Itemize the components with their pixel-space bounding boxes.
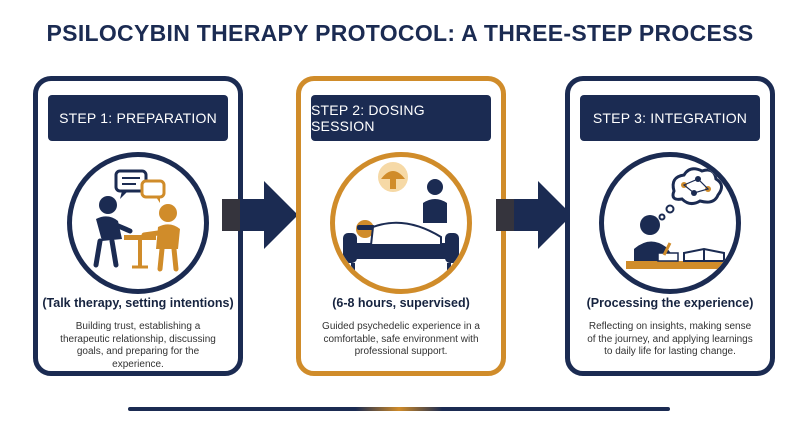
mushroom-session-icon xyxy=(330,152,472,294)
arrow-right-icon xyxy=(496,175,574,255)
step-2-card: STEP 2: DOSING SESSION (6-8 hours, super… xyxy=(296,76,506,376)
step-3-card: STEP 3: INTEGRATION (Processing the expe… xyxy=(565,76,775,376)
step-2-subtitle: (6-8 hours, supervised) xyxy=(332,296,470,310)
step-3-subtitle: (Processing the experience) xyxy=(586,296,754,310)
conversation-icon xyxy=(67,152,209,294)
bottom-divider xyxy=(128,407,670,411)
page-title: PSILOCYBIN THERAPY PROTOCOL: A THREE-STE… xyxy=(46,20,754,46)
step-1-card: STEP 1: PREPARATION (Talk therapy, xyxy=(33,76,243,376)
step-2-description: Guided psychedelic experience in a comfo… xyxy=(322,321,480,357)
arrow-right-icon xyxy=(222,175,300,255)
step-3-description: Reflecting on insights, making sense of … xyxy=(587,321,753,357)
step-3-heading: STEP 3: INTEGRATION xyxy=(580,95,760,141)
step-2-heading: STEP 2: DOSING SESSION xyxy=(311,95,491,141)
reflection-writing-icon xyxy=(599,152,741,294)
step-1-heading: STEP 1: PREPARATION xyxy=(48,95,228,141)
step-1-subtitle: (Talk therapy, setting intentions) xyxy=(42,296,234,310)
step-1-description: Building trust, establishing a therapeut… xyxy=(60,321,216,370)
